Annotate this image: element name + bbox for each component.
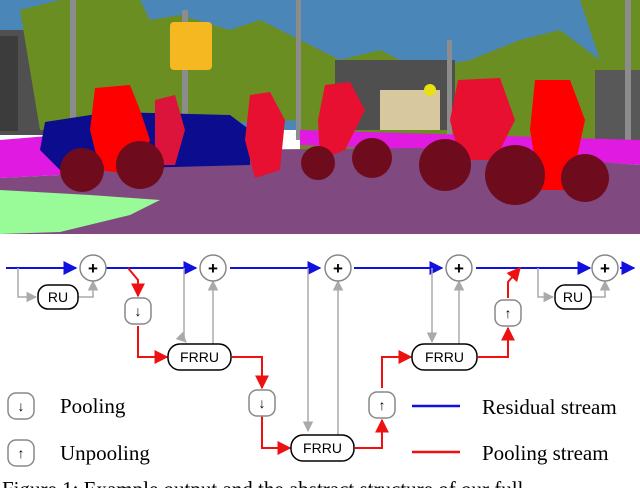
plus-node-3: + — [324, 254, 352, 282]
bicycle-wheel-2 — [116, 141, 164, 189]
legend-unpooling: ↑ Unpooling — [7, 439, 150, 467]
svg-text:+: + — [88, 259, 98, 278]
pooling-node-1: ↓ — [124, 297, 152, 325]
svg-text:↑: ↑ — [18, 445, 25, 461]
pole-1 — [70, 0, 76, 170]
bicycle-wheel-1 — [60, 148, 104, 192]
pole-3 — [296, 0, 301, 140]
legend-pooling-stream: Pooling stream — [412, 441, 609, 465]
building-mid-2 — [380, 90, 440, 130]
bicycle-wheel-7 — [561, 154, 609, 202]
segmentation-image — [0, 0, 640, 234]
svg-text:FRRU: FRRU — [425, 349, 464, 365]
legend-pooling-label: Pooling — [60, 394, 126, 418]
pole-4 — [447, 40, 452, 140]
bicycle-wheel-6 — [485, 145, 545, 205]
rider-4 — [450, 78, 515, 160]
legend-unpooling-label: Unpooling — [60, 441, 150, 465]
terrain-left — [0, 190, 160, 234]
plus-node-2: + — [199, 254, 227, 282]
rider-6 — [155, 95, 185, 165]
svg-text:↑: ↑ — [505, 305, 512, 321]
legend-residual-stream: Residual stream — [412, 395, 617, 419]
unpooling-node-2: ↑ — [494, 299, 522, 327]
svg-text:↓: ↓ — [18, 398, 25, 414]
bicycle-wheel-5 — [419, 139, 471, 191]
svg-text:FRRU: FRRU — [180, 349, 219, 365]
rider-3 — [318, 82, 365, 160]
plus-node-5: + — [591, 254, 619, 282]
frru-node-3: FRRU — [411, 343, 478, 371]
pole-2 — [182, 10, 188, 170]
ru-node-left: RU — [37, 284, 79, 310]
pooling-node-2: ↓ — [248, 389, 276, 417]
legend-pooling-icon — [7, 392, 35, 420]
svg-text:RU: RU — [48, 289, 68, 305]
bicycle-wheel-3 — [301, 146, 335, 180]
svg-text:+: + — [600, 259, 610, 278]
svg-text:FRRU: FRRU — [303, 440, 342, 456]
plus-node-4: + — [445, 254, 473, 282]
traffic-light — [170, 22, 212, 70]
traffic-light-small — [424, 84, 436, 96]
plus-node-1: + — [79, 254, 107, 282]
figure-caption: Figure 1: Example output and the abstrac… — [2, 477, 524, 488]
network-diagram: + + + + + RU RU FRRU FRRU FRRU ↓ — [2, 254, 636, 488]
pole-5 — [625, 0, 631, 150]
frru-node-2: FRRU — [290, 434, 355, 462]
skip-connections — [17, 268, 611, 438]
svg-text:+: + — [208, 259, 218, 278]
pooling-stream — [127, 266, 521, 455]
legend-residual-label: Residual stream — [482, 395, 617, 419]
legend-pooling-stream-label: Pooling stream — [482, 441, 609, 465]
svg-text:RU: RU — [563, 289, 583, 305]
svg-text:+: + — [454, 259, 464, 278]
legend-unpooling-icon — [7, 439, 35, 467]
svg-text:↑: ↑ — [379, 397, 386, 413]
building-left-dark — [0, 36, 18, 131]
bicycle-wheel-4 — [352, 138, 392, 178]
rider-2 — [245, 92, 285, 178]
frru-node-1: FRRU — [167, 343, 232, 371]
svg-text:↓: ↓ — [259, 395, 266, 411]
legend-pooling: ↓ Pooling — [7, 392, 126, 420]
ru-node-right: RU — [554, 284, 592, 310]
vegetation-left — [20, 0, 300, 130]
building-right — [595, 70, 640, 140]
svg-text:↓: ↓ — [135, 303, 142, 319]
svg-text:+: + — [333, 259, 343, 278]
unpooling-node-1: ↑ — [368, 391, 396, 419]
